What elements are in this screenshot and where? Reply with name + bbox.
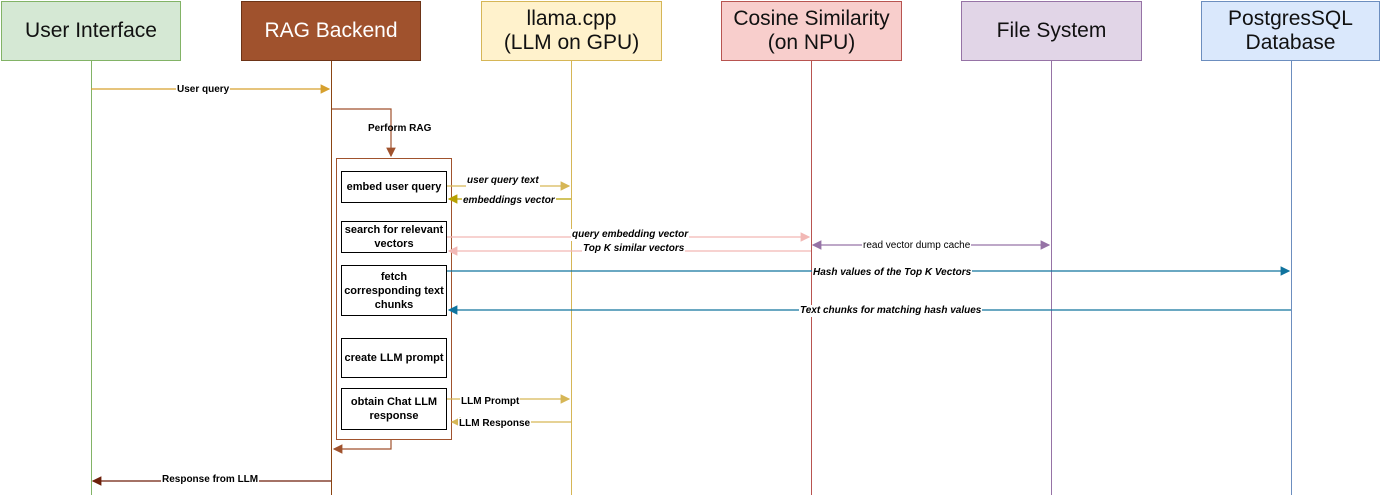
actor-llama-cpp: llama.cpp (LLM on GPU) xyxy=(481,1,662,61)
label-response-from-llm: Response from LLM xyxy=(161,474,260,486)
step-fetch-text-chunks: fetch corresponding text chunks xyxy=(341,265,447,316)
actor-postgres-database: PostgresSQL Database xyxy=(1201,1,1380,61)
label-user-query-text: user query text xyxy=(466,175,540,187)
label-read-vector-dump-cache: read vector dump cache xyxy=(862,240,972,252)
lifeline-rag-backend xyxy=(331,61,332,495)
lifeline-file-system xyxy=(1051,61,1052,495)
lifeline-postgres-database xyxy=(1291,61,1292,495)
label-perform-rag: Perform RAG xyxy=(368,123,432,134)
step-search-relevant-vectors: search for relevant vectors xyxy=(341,221,447,253)
actor-rag-backend: RAG Backend xyxy=(241,1,421,61)
label-embeddings-vector: embeddings vector xyxy=(462,195,556,207)
lifeline-user-interface xyxy=(91,61,92,495)
label-query-embedding-vector: query embedding vector xyxy=(571,229,690,241)
label-llm-response: LLM Response xyxy=(458,418,532,430)
actor-file-system: File System xyxy=(961,1,1142,61)
arrow-perform-rag xyxy=(332,108,396,158)
arrow-rag-return xyxy=(332,440,392,454)
label-top-k-similar-vectors: Top K similar vectors xyxy=(582,243,686,255)
step-embed-user-query: embed user query xyxy=(341,171,447,203)
label-llm-prompt: LLM Prompt xyxy=(460,396,521,408)
label-hash-values: Hash values of the Top K Vectors xyxy=(812,267,973,279)
label-user-query: User query xyxy=(176,84,231,96)
step-create-llm-prompt: create LLM prompt xyxy=(341,338,447,378)
lifeline-llama-cpp xyxy=(571,61,572,495)
actor-cosine-similarity: Cosine Similarity (on NPU) xyxy=(721,1,902,61)
step-obtain-llm-response: obtain Chat LLM response xyxy=(341,388,447,430)
actor-user-interface: User Interface xyxy=(1,1,181,61)
label-text-chunks: Text chunks for matching hash values xyxy=(799,305,983,317)
lifeline-cosine-similarity xyxy=(811,61,812,495)
